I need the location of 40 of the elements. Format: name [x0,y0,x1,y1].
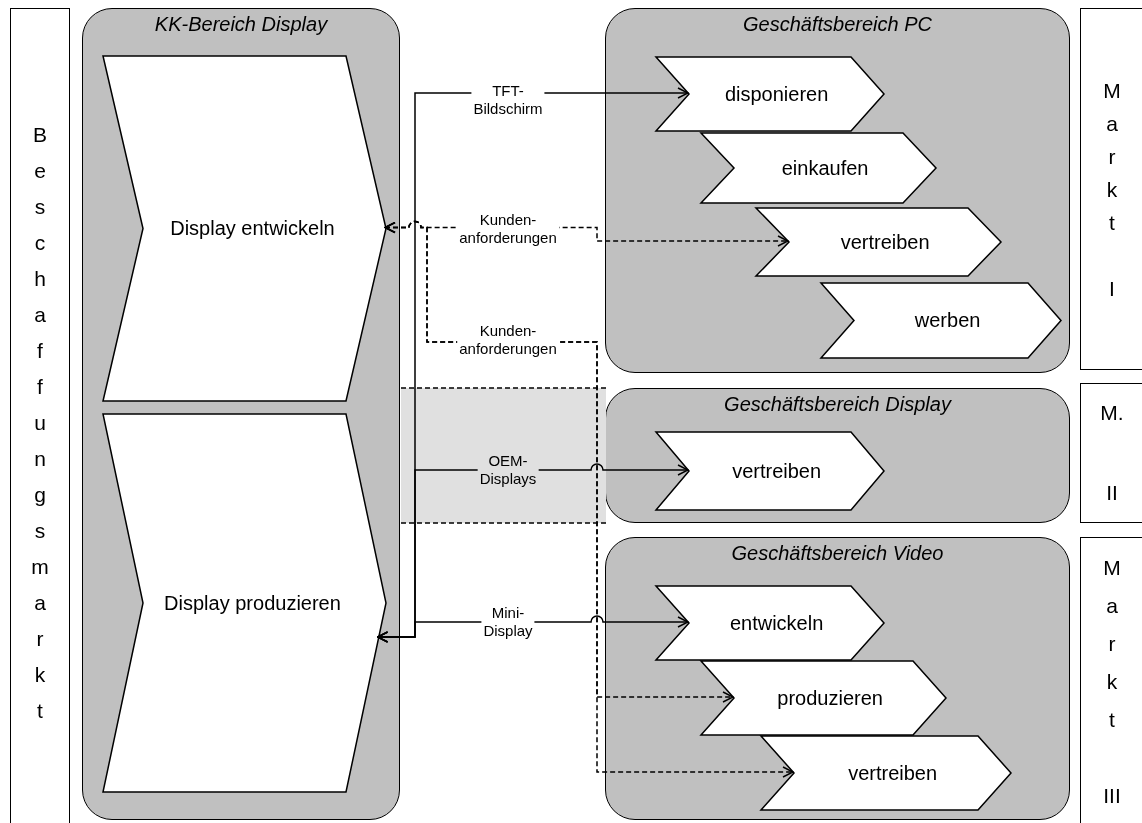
process-step [656,586,884,660]
group-title: Geschäftsbereich Display [723,393,953,416]
group-panel [82,8,400,820]
market-box [1080,383,1142,523]
group-panel [605,8,1070,373]
step-label: vertreiben [732,459,822,483]
market-label: Markt III [1103,555,1121,809]
step-label: vertreiben [840,230,930,254]
step-label: vertreiben [848,761,938,785]
market-box [1080,537,1142,823]
process-step [701,133,936,203]
group-panel [605,388,1070,523]
step-label: disponieren [724,82,829,106]
market-box [1080,8,1142,370]
group-title: Geschäftsbereich PC [742,13,933,36]
market-label: Beschaffungsmarkt [31,122,49,724]
process-step [821,283,1061,358]
process-step [656,432,884,510]
group-title: KK-Bereich Display [153,13,329,36]
group-title: Geschäftsbereich Video [730,542,945,565]
edge-label: Kunden- anforderungen [457,211,559,247]
edge-label: Kunden- anforderungen [457,322,559,358]
step-label: entwickeln [729,611,824,635]
step-label: Display produzieren [164,591,341,615]
market-box [10,8,70,823]
process-step [103,414,386,792]
market-label: M. II [1100,400,1124,506]
process-step [103,56,386,401]
step-label: produzieren [777,686,883,710]
process-step [756,208,1001,276]
step-label: einkaufen [781,156,869,180]
step-label: Display entwickeln [170,217,335,240]
process-step [656,57,884,131]
process-step [761,736,1011,810]
dashed-arrow [384,220,794,778]
market-label: Markt I [1103,77,1121,302]
process-step [701,661,946,735]
group-panel [605,537,1070,820]
edge-label: Mini- Display [481,604,535,640]
step-label: werben [914,309,981,332]
